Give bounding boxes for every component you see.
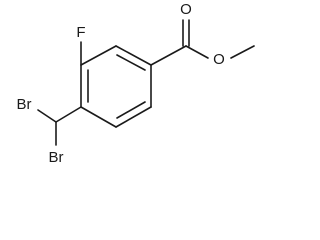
molecule-structure-diagram: O O F Br Br bbox=[17, 1, 255, 166]
ring-to-chbr2-bond bbox=[55, 106, 82, 123]
ring-to-carbonyl-bond bbox=[150, 45, 187, 66]
atom-label-oxygen-ester: O bbox=[213, 51, 225, 68]
atom-label-bromine-top: Br bbox=[17, 96, 32, 113]
ester-oxygen-to-methyl-bond bbox=[230, 45, 255, 59]
ring-double-bond-inner-1 bbox=[116, 54, 146, 71]
chbr2-to-bromine-top-bond bbox=[37, 109, 57, 123]
ring-double-bond-inner-2 bbox=[116, 101, 146, 119]
ring-bond-1 bbox=[115, 45, 152, 66]
ring-bond-4 bbox=[80, 106, 117, 128]
atom-label-oxygen-carbonyl: O bbox=[180, 1, 192, 18]
atom-label-fluorine: F bbox=[76, 24, 85, 41]
carbonyl-to-ester-oxygen-bond bbox=[185, 45, 209, 59]
ring-bond-3 bbox=[115, 106, 152, 128]
atom-label-bromine-bottom: Br bbox=[49, 149, 64, 166]
ring-bond-6 bbox=[80, 45, 117, 66]
